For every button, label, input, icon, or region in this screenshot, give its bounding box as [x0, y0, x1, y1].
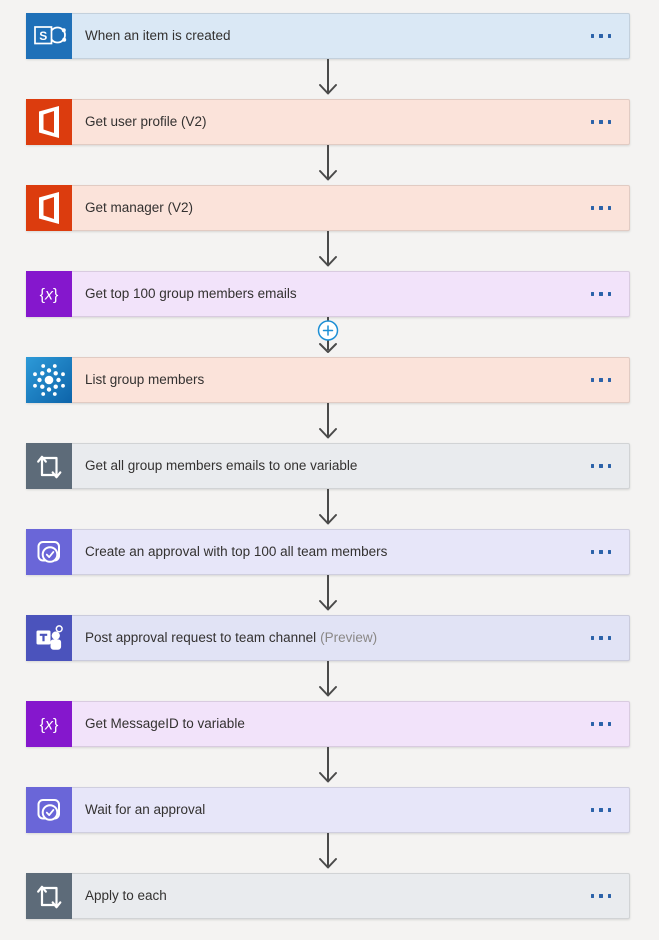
sharepoint-icon: S: [26, 13, 72, 59]
preview-badge: (Preview): [320, 630, 378, 645]
approvals-icon: [26, 787, 72, 833]
connector-arrow-with-insert: [317, 317, 339, 353]
connector-arrow: [319, 231, 337, 267]
svg-text:S: S: [39, 29, 47, 43]
step-title: Get MessageID to variable: [85, 716, 245, 731]
step-card[interactable]: Get user profile (V2): [26, 99, 630, 145]
step-title: Get user profile (V2): [85, 114, 207, 129]
step-title: Apply to each: [85, 888, 167, 903]
approvals-icon: [26, 529, 72, 575]
flow-step: Get user profile (V2): [26, 99, 630, 185]
svg-text:{x}: {x}: [40, 717, 59, 734]
variables-icon: {x}: [26, 701, 72, 747]
step-card[interactable]: List group members: [26, 357, 630, 403]
more-options-button[interactable]: [573, 444, 630, 488]
step-card[interactable]: {x} Get top 100 group members emails: [26, 271, 630, 317]
flow-step: Get manager (V2): [26, 185, 630, 271]
more-options-button[interactable]: [573, 14, 630, 58]
office365-icon: [26, 99, 72, 145]
flow-step: {x} Get MessageID to variable: [26, 701, 630, 787]
step-title: List group members: [85, 372, 205, 387]
office365-icon: [26, 185, 72, 231]
step-card[interactable]: {x} Get MessageID to variable: [26, 701, 630, 747]
step-card[interactable]: Create an approval with top 100 all team…: [26, 529, 630, 575]
step-title: Get all group members emails to one vari…: [85, 458, 358, 473]
more-options-button[interactable]: [573, 788, 630, 832]
insert-step-button[interactable]: [317, 320, 339, 341]
flow-step: Create an approval with top 100 all team…: [26, 529, 630, 615]
flow-step: {x} Get top 100 group members emails: [26, 271, 630, 357]
step-card[interactable]: S When an item is created: [26, 13, 630, 59]
step-title: When an item is created: [85, 28, 231, 43]
connector-arrow: [319, 59, 337, 95]
step-card[interactable]: Post approval request to team channel(Pr…: [26, 615, 630, 661]
connector-arrow: [319, 833, 337, 869]
step-card[interactable]: Apply to each: [26, 873, 630, 919]
step-title: Get manager (V2): [85, 200, 194, 215]
svg-text:{x}: {x}: [40, 287, 59, 304]
step-card[interactable]: Wait for an approval: [26, 787, 630, 833]
connector-arrow: [319, 747, 337, 783]
connector-arrow: [319, 575, 337, 611]
flow-step: Wait for an approval: [26, 787, 630, 873]
step-title: Get top 100 group members emails: [85, 286, 297, 301]
groups-icon: [26, 357, 72, 403]
flow-step: Get all group members emails to one vari…: [26, 443, 630, 529]
step-title: Wait for an approval: [85, 802, 206, 817]
connector-arrow: [319, 489, 337, 525]
more-options-button[interactable]: [573, 100, 630, 144]
step-title: Create an approval with top 100 all team…: [85, 544, 388, 559]
more-options-button[interactable]: [573, 272, 630, 316]
flow-step: Post approval request to team channel(Pr…: [26, 615, 630, 701]
more-options-button[interactable]: [573, 874, 630, 918]
flow-step: S When an item is created: [26, 13, 630, 99]
teams-icon: [26, 615, 72, 661]
connector-arrow: [319, 661, 337, 697]
step-title: Post approval request to team channel: [85, 630, 317, 645]
flow-step: List group members: [26, 357, 630, 443]
more-options-button[interactable]: [573, 616, 630, 660]
connector-arrow: [319, 403, 337, 439]
apply-to-each-icon: [26, 873, 72, 919]
connector-arrow: [319, 145, 337, 181]
more-options-button[interactable]: [573, 186, 630, 230]
variables-icon: {x}: [26, 271, 72, 317]
step-card[interactable]: Get all group members emails to one vari…: [26, 443, 630, 489]
flow-step: Apply to each: [26, 873, 630, 919]
step-card[interactable]: Get manager (V2): [26, 185, 630, 231]
more-options-button[interactable]: [573, 702, 630, 746]
flow-steps-column: S When an item is created Get user p: [26, 13, 630, 919]
apply-to-each-icon: [26, 443, 72, 489]
more-options-button[interactable]: [573, 358, 630, 402]
more-options-button[interactable]: [573, 530, 630, 574]
